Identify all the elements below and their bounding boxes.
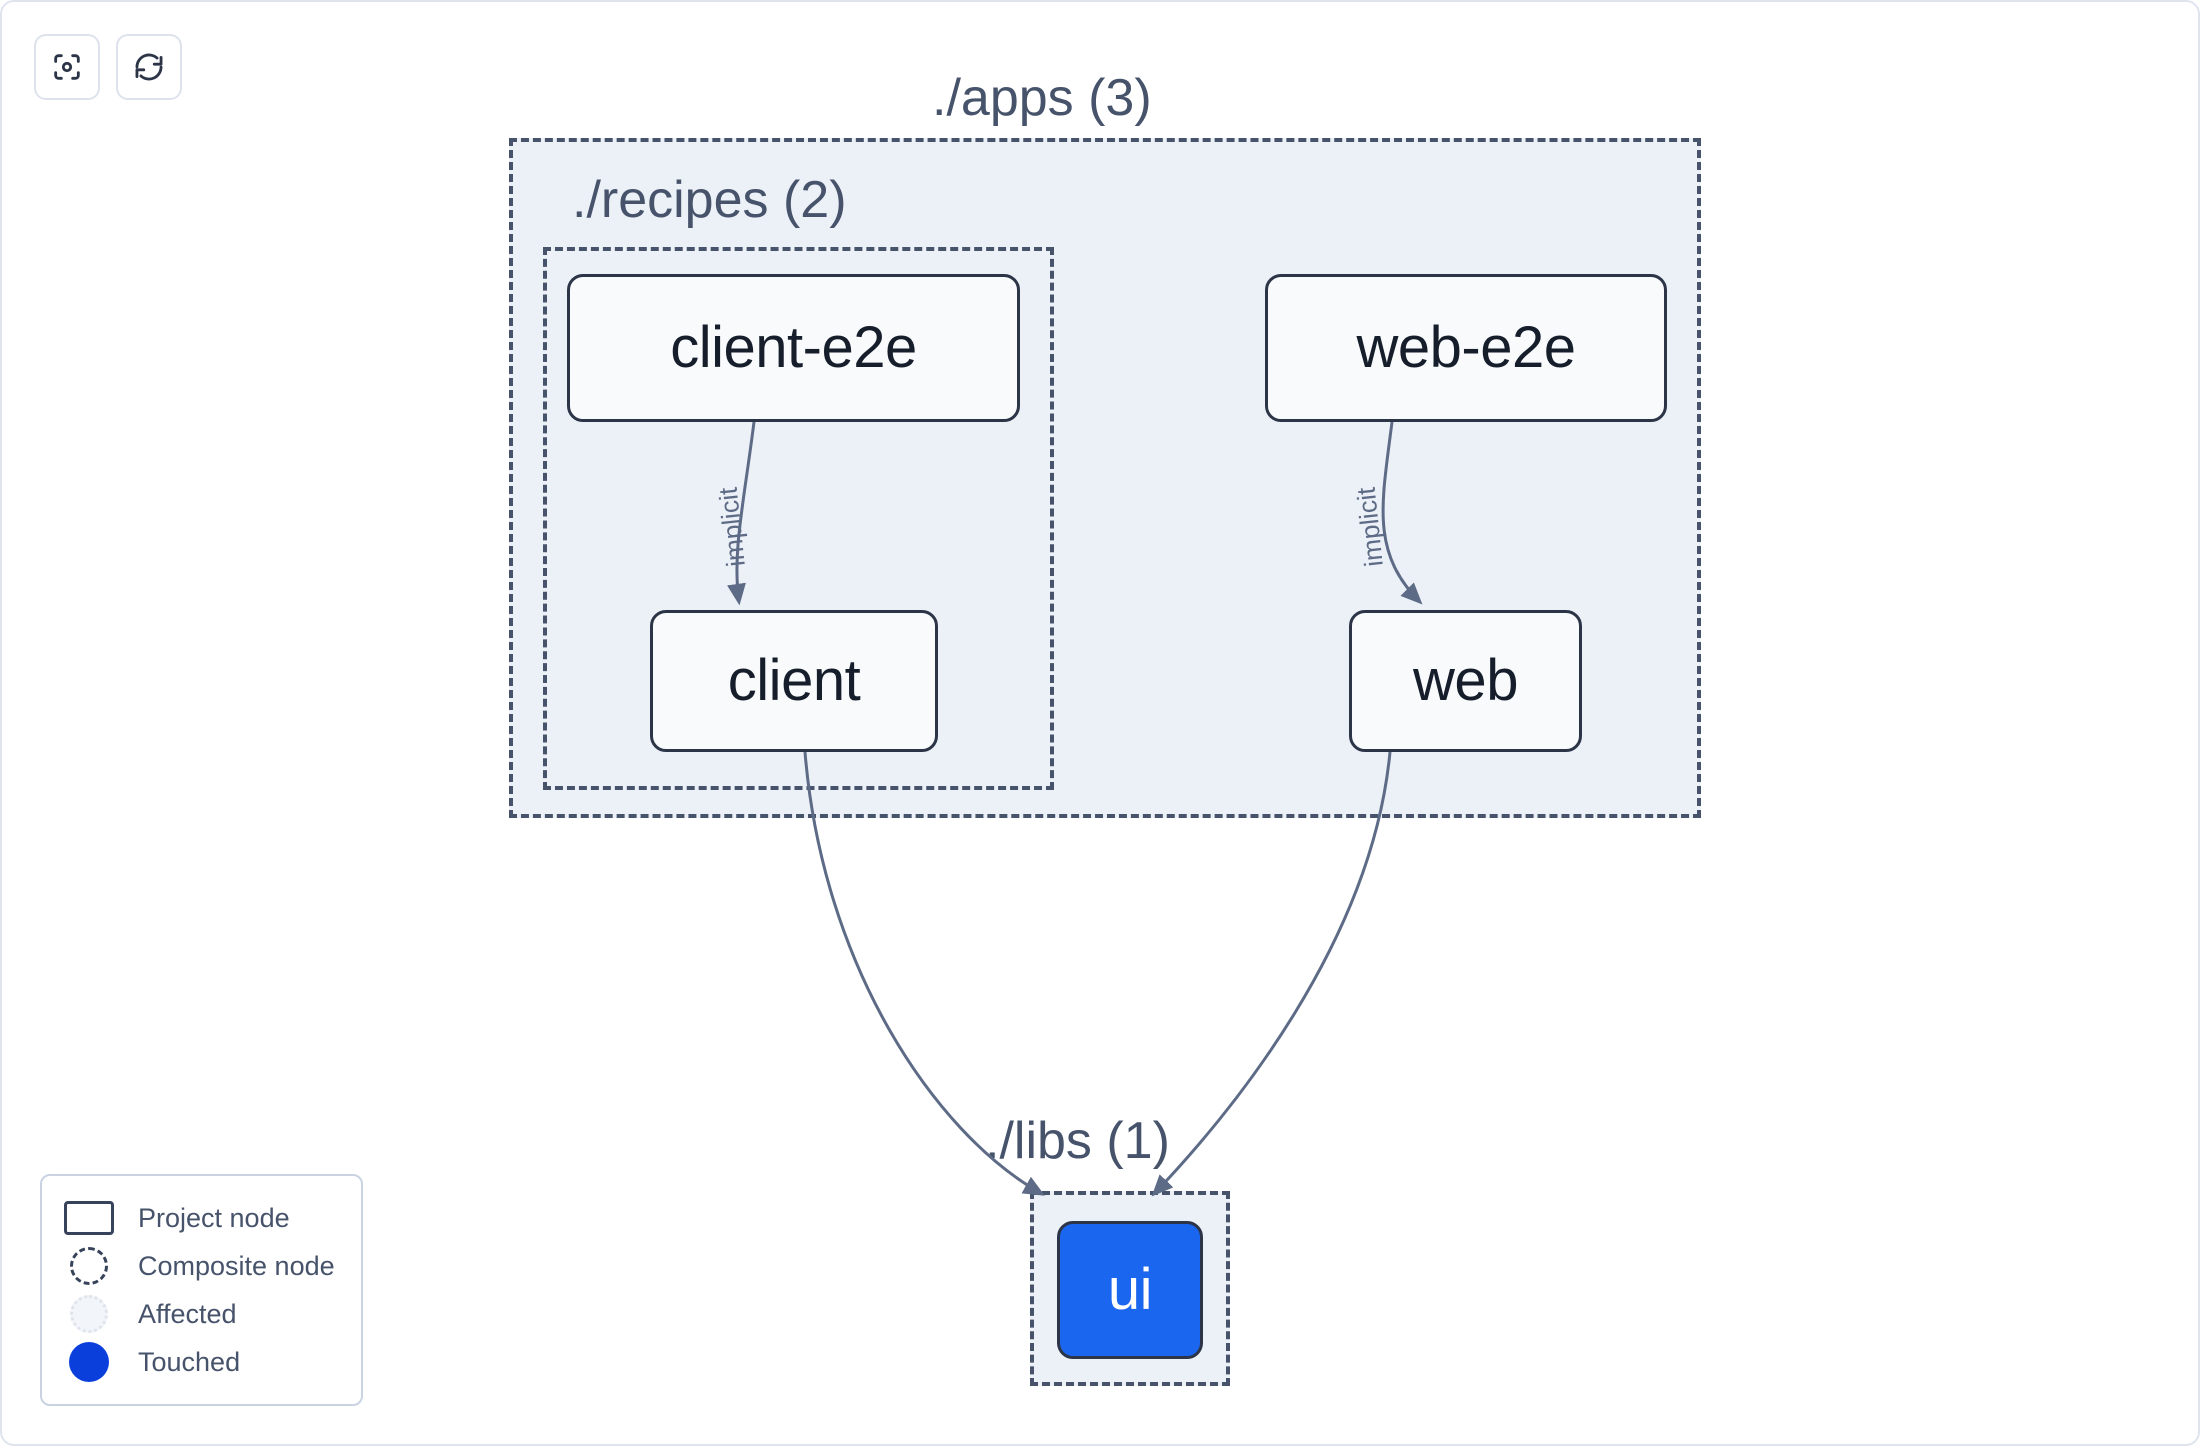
node-label: client-e2e [670,315,917,380]
legend-label: Project node [138,1202,290,1233]
node-web-e2e[interactable]: web-e2e [1265,274,1667,422]
graph-toolbar [34,34,182,100]
legend-label: Affected [138,1298,237,1329]
node-label: web-e2e [1356,315,1576,380]
focus-icon [50,50,84,84]
node-label: web [1413,648,1518,713]
node-label: client [727,648,861,713]
edge-label-client-e2e-client: implicit [712,485,751,569]
refresh-graph-button[interactable] [116,34,182,100]
group-label-recipes: ./recipes (2) [572,171,847,229]
composite-node-swatch-icon [62,1247,116,1285]
refresh-icon [132,50,166,84]
group-label-libs: ./libs (1) [985,1112,1170,1170]
affected-swatch-icon [62,1295,116,1333]
node-label: ui [1107,1257,1153,1322]
touched-swatch-icon [62,1342,116,1382]
graph-legend: Project node Composite node Affected Tou… [40,1174,363,1406]
legend-item-affected: Affected [62,1290,335,1338]
edge-label-web-e2e-web: implicit [1350,485,1389,569]
project-node-swatch-icon [62,1201,116,1235]
focus-graph-button[interactable] [34,34,100,100]
group-label-apps: ./apps (3) [932,69,1152,127]
legend-label: Composite node [138,1250,335,1281]
legend-label: Touched [138,1346,241,1377]
legend-item-composite: Composite node [62,1242,335,1290]
legend-item-project: Project node [62,1194,335,1242]
node-web[interactable]: web [1349,610,1582,752]
node-client[interactable]: client [650,610,938,752]
node-ui[interactable]: ui [1057,1221,1203,1359]
legend-item-touched: Touched [62,1338,335,1386]
node-client-e2e[interactable]: client-e2e [567,274,1020,422]
